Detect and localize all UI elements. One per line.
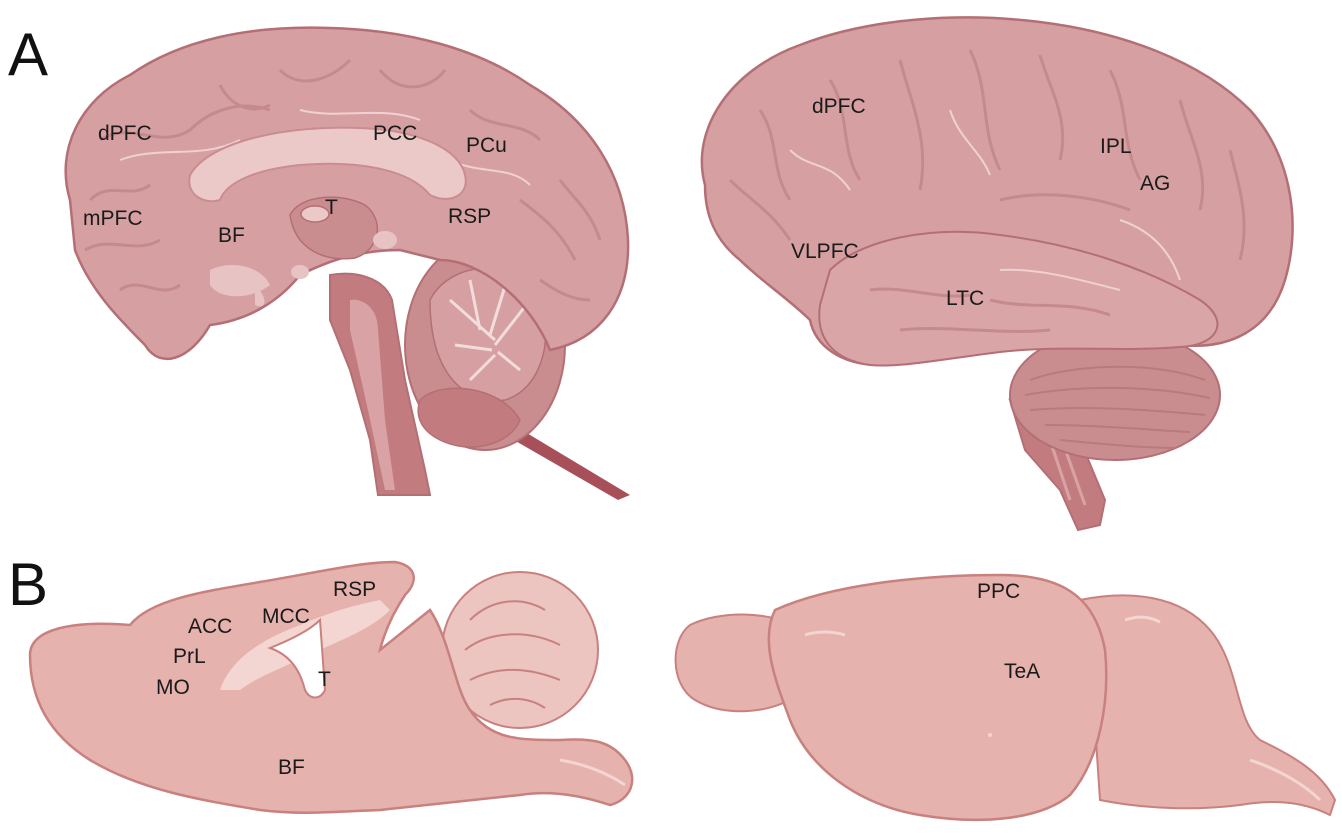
label-human-medial-pcc: PCC [373,122,417,145]
label-human-medial-bf: BF [218,224,245,247]
rodent-medial-brain [30,562,632,813]
label-rodent-medial-mo: MO [156,676,190,699]
rodent-cerebrum-lateral [769,575,1106,820]
human-lateral-brain [702,17,1293,530]
label-rodent-medial-t: T [318,668,331,691]
label-human-medial-t: T [325,196,338,219]
label-rodent-lateral-tea: TeA [1004,660,1040,683]
label-human-lateral-dpfc: dPFC [812,95,866,118]
human-medial-brain [66,28,630,500]
label-human-medial-rsp: RSP [448,205,491,228]
rodent-lateral-brain [676,575,1335,820]
panel-a-letter: A [8,21,48,88]
label-human-lateral-ipl: IPL [1100,135,1132,158]
label-human-medial-dpfc: dPFC [98,122,152,145]
label-rodent-medial-rsp: RSP [333,578,376,601]
label-rodent-medial-mcc: MCC [262,605,310,628]
label-rodent-medial-bf: BF [278,756,305,779]
label-rodent-lateral-ppc: PPC [977,580,1020,603]
label-human-medial-mpfc: mPFC [83,207,143,230]
label-human-lateral-ltc: LTC [946,287,984,310]
label-human-medial-pcu: PCu [466,134,507,157]
label-rodent-medial-acc: ACC [188,615,232,638]
label-human-lateral-vlpfc: VLPFC [791,240,859,263]
label-human-lateral-ag: AG [1140,172,1170,195]
label-rodent-medial-prl: PrL [173,645,206,668]
panel-b-letter: B [8,551,48,618]
